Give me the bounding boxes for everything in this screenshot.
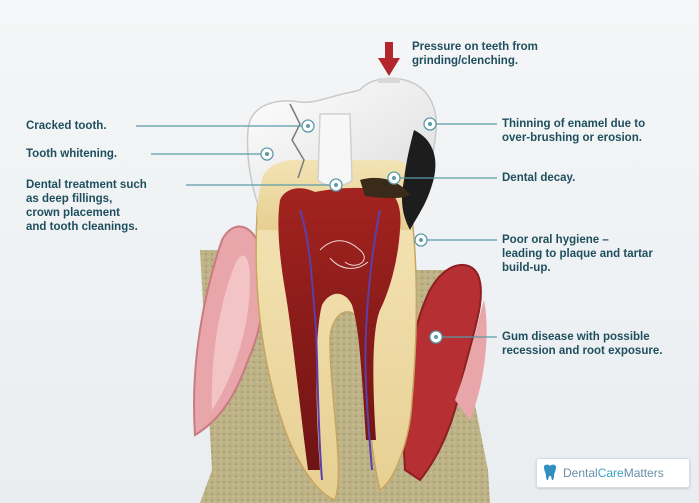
label-hygiene-line-1: Poor oral hygiene – <box>502 233 653 247</box>
tooth-logo-icon <box>543 464 557 482</box>
dental-filling <box>318 114 352 186</box>
label-treatment-line-3: crown placement <box>26 206 147 220</box>
label-cracked-tooth: Cracked tooth. <box>26 119 107 133</box>
label-treatment-line-1: Dental treatment such <box>26 178 147 192</box>
logo-text: DentalCareMatters <box>563 466 664 480</box>
label-treatment-line-4: and tooth cleanings. <box>26 220 147 234</box>
label-pressure-line-2: grinding/clenching. <box>412 54 538 68</box>
label-hygiene-line-3: build-up. <box>502 261 653 275</box>
label-pressure-line-1: Pressure on teeth from <box>412 40 538 54</box>
label-gum-disease: Gum disease with possible recession and … <box>502 330 662 358</box>
label-hygiene-line-2: leading to plaque and tartar <box>502 247 653 261</box>
label-pressure: Pressure on teeth from grinding/clenchin… <box>412 40 538 68</box>
label-dental-decay: Dental decay. <box>502 171 575 185</box>
logo-text-matters: Matters <box>624 466 664 480</box>
label-enamel-thinning: Thinning of enamel due to over-brushing … <box>502 117 645 145</box>
label-enamel-line-1: Thinning of enamel due to <box>502 117 645 131</box>
label-oral-hygiene: Poor oral hygiene – leading to plaque an… <box>502 233 653 275</box>
pressure-arrow-icon <box>378 42 400 83</box>
logo-text-care: Care <box>598 466 624 480</box>
label-gum-line-1: Gum disease with possible <box>502 330 662 344</box>
label-dental-treatment: Dental treatment such as deep fillings, … <box>26 178 147 234</box>
label-enamel-line-2: over-brushing or erosion. <box>502 131 645 145</box>
label-gum-line-2: recession and root exposure. <box>502 344 662 358</box>
label-treatment-line-2: as deep fillings, <box>26 192 147 206</box>
label-tooth-whitening: Tooth whitening. <box>26 147 117 161</box>
dental-care-matters-logo: DentalCareMatters <box>536 458 690 488</box>
logo-text-dental: Dental <box>563 466 598 480</box>
